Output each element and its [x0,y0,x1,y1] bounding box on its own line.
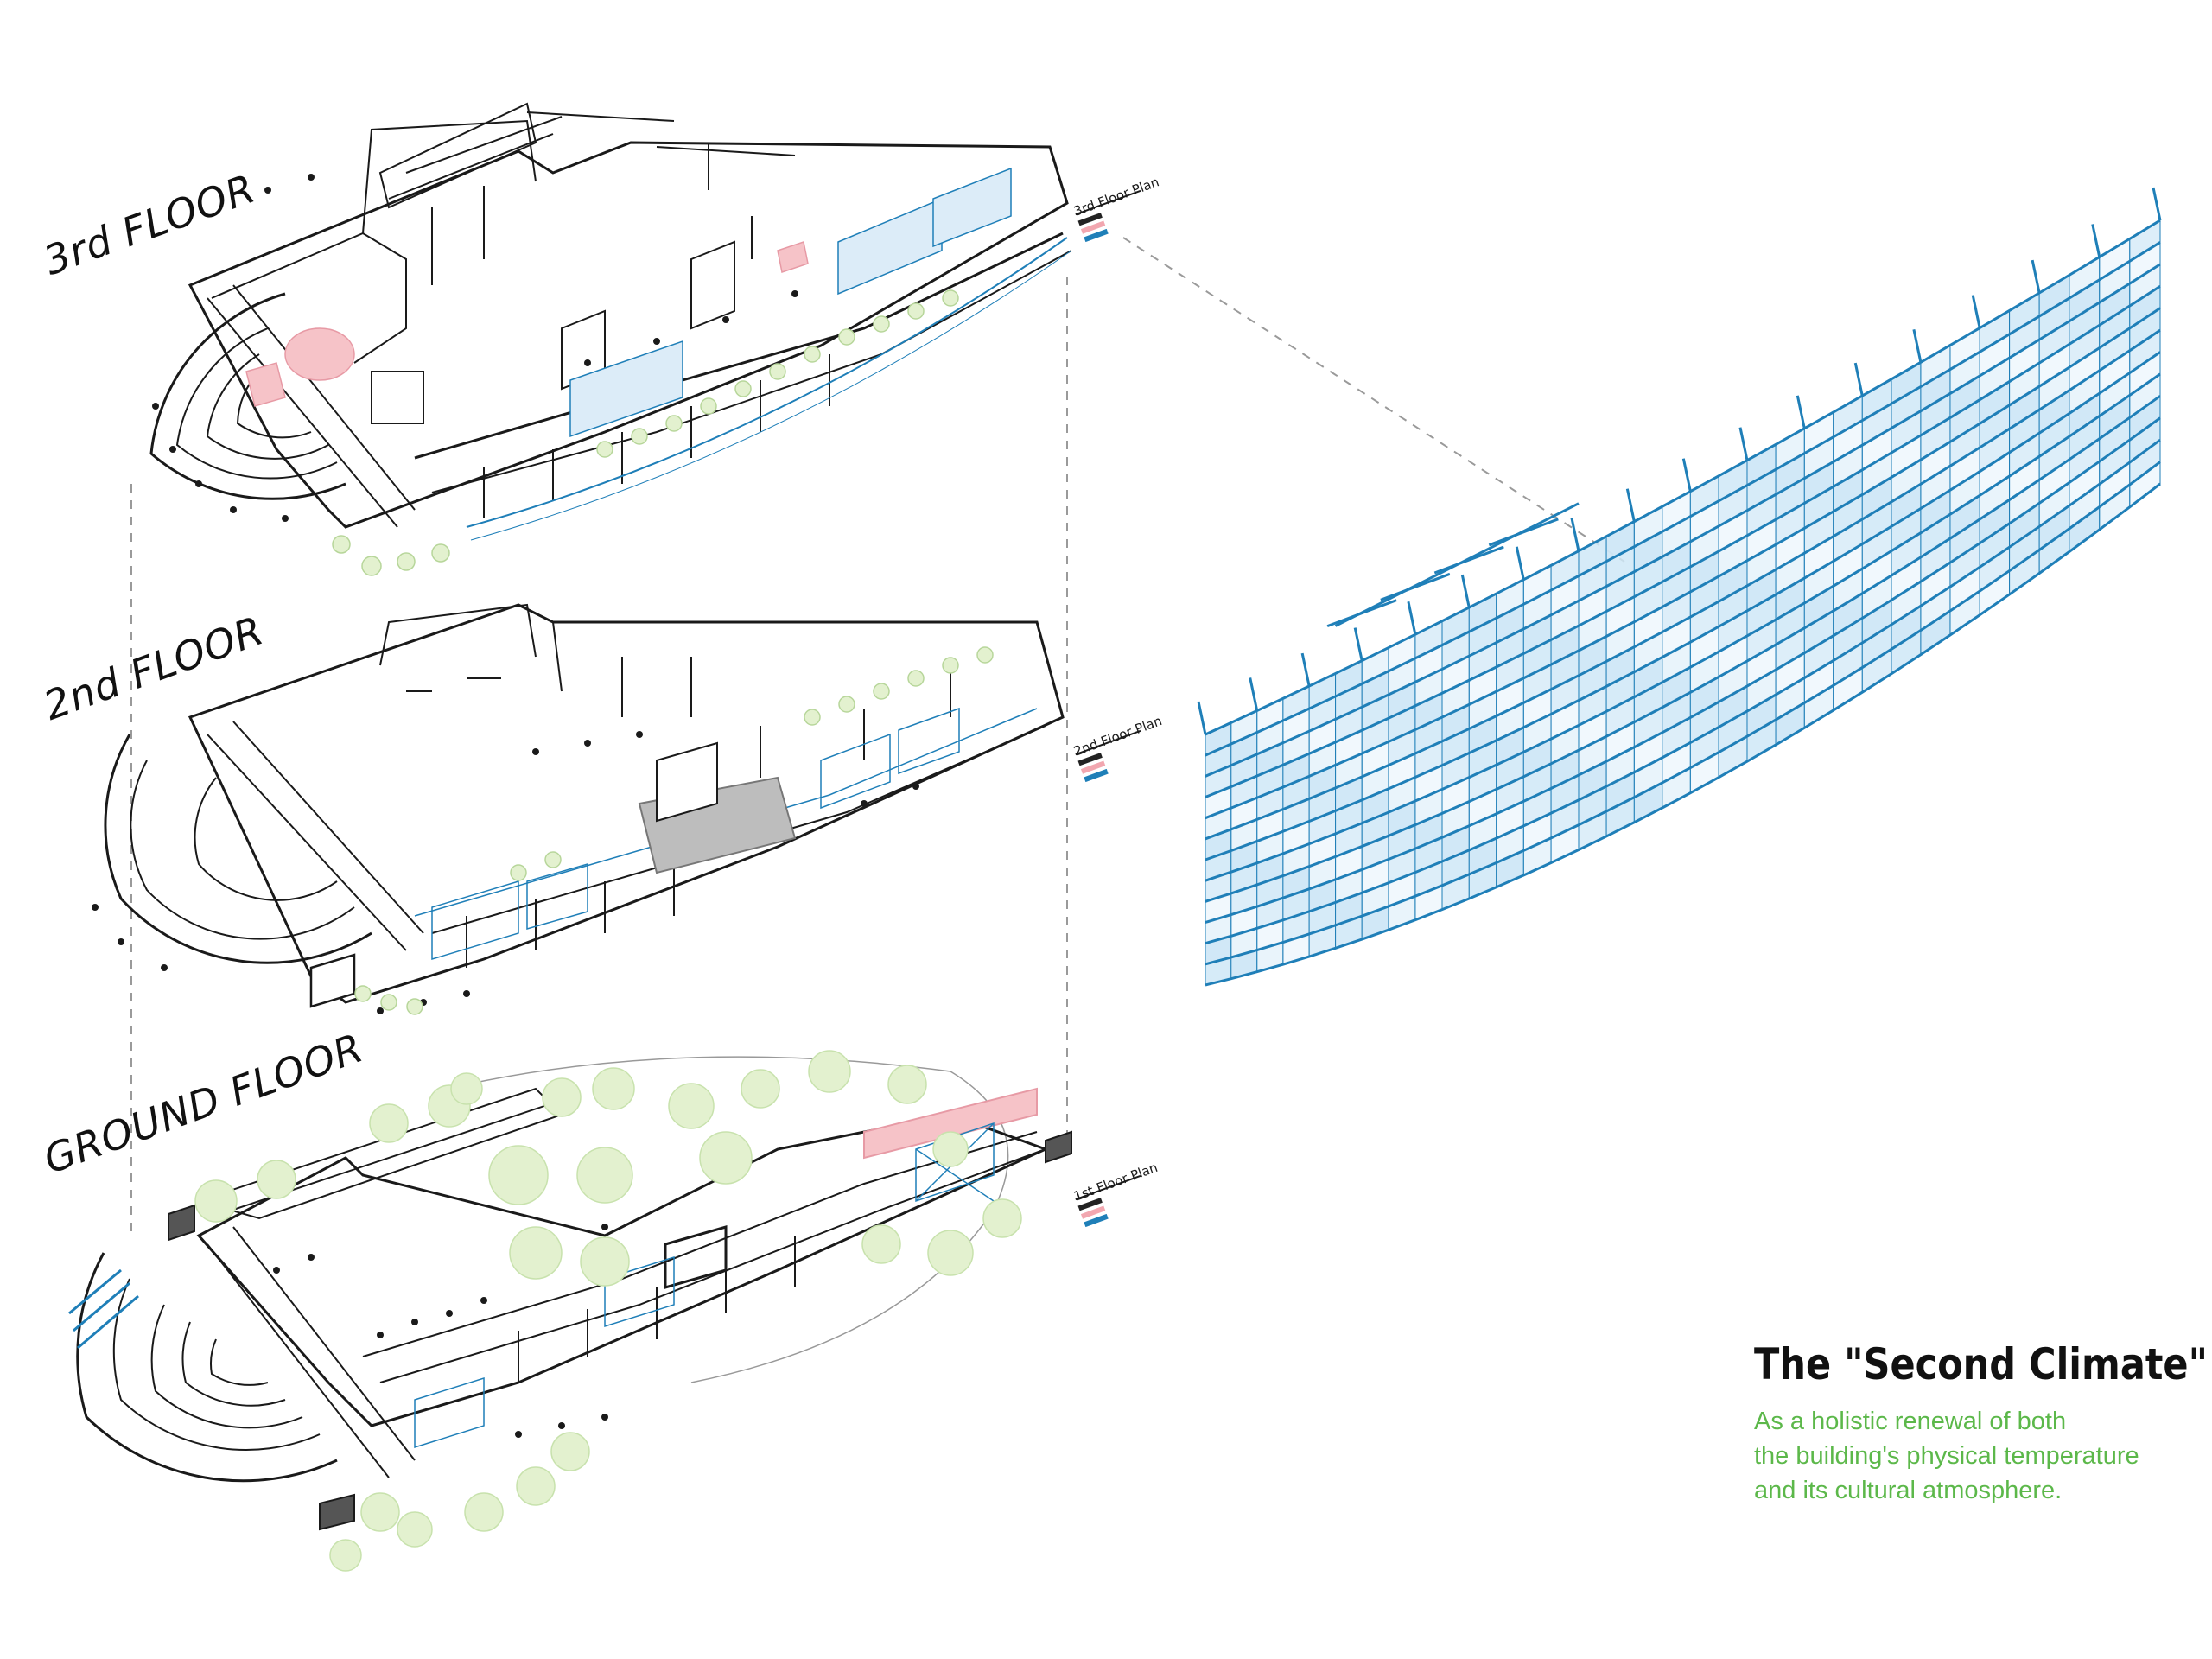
legend-1st [1075,1174,1141,1228]
facade-mullion [1205,416,2161,924]
facade-mullion [1205,328,2161,841]
second-floor-plan [92,603,1065,1015]
facade-leader-line [1122,237,1625,563]
facade-post [1570,518,1580,552]
caption-line: and its cultural atmosphere. [1754,1477,2063,1504]
facade-mullion [1205,241,2161,757]
facade-post [1249,677,1259,711]
facade-post [1515,546,1525,581]
legend-swatch [1077,213,1103,226]
plan-legends [1075,189,1141,1228]
facade-mullion [1205,395,2161,903]
facade-post [1738,427,1749,461]
alignment-lines [130,237,1625,1236]
facade-mullion [1205,461,2161,966]
legend-swatch [1077,753,1103,766]
legend-swatch [1084,768,1109,783]
facade-post [1407,601,1417,635]
legend-swatch [1080,760,1106,774]
legend-swatch [1084,1213,1109,1228]
facade-post [1971,295,1981,328]
curved-facade-detail [1197,187,2162,987]
pergola-top-rail [1334,502,1580,627]
facade-post [1681,458,1692,492]
ground-floor-plan [68,1050,1072,1572]
facade-mullion [1205,307,2161,820]
legend-swatch [1080,220,1106,234]
facade-mullion [1205,284,2161,798]
caption-line: As a holistic renewal of both [1754,1408,2067,1435]
plan-title-2nd: 2nd Floor Plan [1071,713,1164,760]
legend-swatch [1084,228,1109,243]
facade-mullion [1205,263,2161,778]
plan-title-3rd: 3rd Floor Plan [1071,174,1161,219]
facade-mullion [1205,438,2161,945]
facade-mullion [1205,372,2161,882]
facade-post [1625,488,1636,522]
facade-post [1853,362,1864,397]
caption-description: As a holistic renewal of both the buildi… [1754,1404,2139,1508]
facade-post [1912,328,1923,363]
legend-swatch [1077,1198,1103,1211]
legend-3rd [1075,189,1141,243]
facade-post [2031,259,2041,294]
facade-post [1300,652,1311,687]
facade-post [1197,701,1207,735]
plan-title-1st: 1st Floor Plan [1071,1160,1160,1205]
caption-line: the building's physical temperature [1754,1442,2139,1470]
facade-post [1460,574,1471,608]
facade-mullion [1205,351,2161,861]
facade-post [1796,395,1806,429]
facade-post [1353,627,1363,661]
plan-titles: 3rd Floor Plan 2nd Floor Plan 1st Floor … [1071,174,1164,1204]
legend-swatch [1080,1205,1106,1219]
facade-post [2091,224,2101,257]
facade-mullion [1205,219,2161,736]
caption-title: The "Second Climate" [1754,1339,2208,1389]
facade-bottom-edge [1205,482,2161,987]
third-floor-plan [149,102,1072,576]
legend-2nd [1075,729,1141,783]
facade-post [2152,187,2162,221]
